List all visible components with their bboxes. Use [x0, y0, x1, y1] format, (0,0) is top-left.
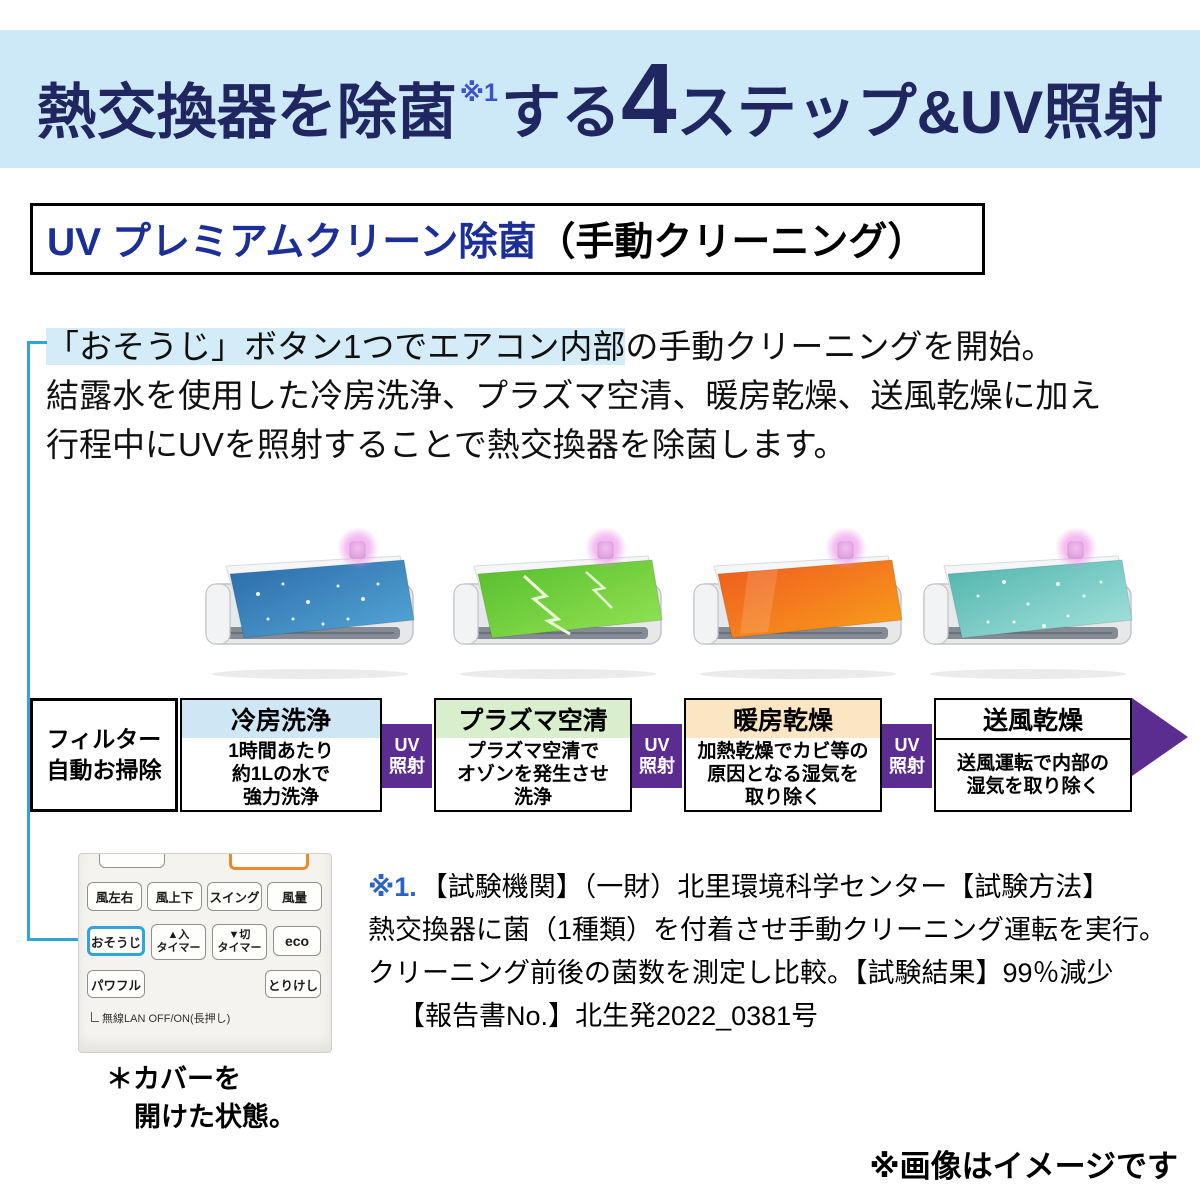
uv-label-line1: UV: [894, 735, 920, 755]
flow-step-heating-body: 加熱乾燥でカビ等の 原因となる湿気を 取り除く: [686, 738, 880, 810]
remote-caption-line1: ＊カバーを: [106, 1064, 241, 1094]
remote-button-cancel: とりけし: [265, 970, 321, 998]
ac-unit-heating-illustration: [686, 524, 911, 682]
uv-label-line1: UV: [394, 735, 420, 755]
footnote-line3: クリーニング前後の菌数を測定し比較。【試験結果】99％減少: [368, 958, 1114, 988]
flow-step-plasma: プラズマ空清 プラズマ空清で オゾンを発生させ 洗浄: [434, 698, 632, 812]
remote-button-timer-off: ▼切 タイマー: [212, 924, 267, 960]
header-banner: 熱交換器を除菌※1する4ステップ&UV照射: [0, 30, 1200, 168]
remote-button-powerful: パワフル: [87, 970, 145, 998]
section-title-sub: （手動クリーニング）: [536, 221, 927, 264]
description-line1-rest: の手動クリーニングを開始。: [625, 328, 1055, 365]
remote-button-wind-volume: 風量: [267, 882, 322, 911]
step-body-line: プラズマ空清で: [466, 740, 600, 762]
flow-step-fan-dry-body: 送風運転で内部の 湿気を取り除く: [936, 740, 1130, 810]
description-paragraph: 「おそうじ」ボタン1つでエアコン内部の手動クリーニングを開始。 結露水を使用した…: [46, 322, 1101, 469]
timer-on-label-top: ▲入: [167, 929, 190, 941]
footnote-line1-text: 【試験機関】（一財）北里環境科学センター【試験方法】: [420, 872, 1110, 902]
lan-bracket-line: [91, 1012, 99, 1022]
footnote-block: ※1.【試験機関】（一財）北里環境科学センター【試験方法】 熱交換器に菌（1種類…: [368, 866, 1166, 1038]
step-body-line: オゾンを発生させ: [456, 763, 609, 785]
filter-label-line2: 自動お掃除: [46, 757, 162, 783]
title-part2: する: [500, 79, 621, 146]
section-title-box: UV プレミアムクリーン除菌（手動クリーニング）: [30, 203, 985, 275]
step-body-line: 1時間あたり: [228, 740, 334, 762]
uv-label-line2: 照射: [889, 756, 925, 776]
section-title-main: UV プレミアムクリーン除菌: [47, 221, 537, 264]
timer-on-label-bottom: タイマー: [156, 942, 201, 954]
step-body-line: 湿気を取り除く: [966, 776, 1100, 797]
remote-caption: ＊カバーを 開けた状態。: [106, 1060, 296, 1136]
flow-step-fan-dry-title: 送風乾燥: [936, 700, 1130, 740]
step-body-line: 加熱乾燥でカビ等の: [697, 740, 869, 762]
remote-caption-line2: 開けた状態。: [134, 1102, 296, 1132]
page-title: 熱交換器を除菌※1する4ステップ&UV照射: [0, 30, 1200, 198]
timer-off-label-bottom: タイマー: [217, 942, 262, 954]
uv-label-line2: 照射: [639, 756, 675, 776]
title-footnote-marker: ※1: [459, 79, 498, 107]
ac-unit-fan-illustration: [916, 524, 1141, 682]
step-body-line: 約1Lの水で: [231, 763, 331, 785]
timer-off-label-top: ▼切: [228, 929, 251, 941]
footnote-marker: ※1.: [368, 872, 417, 902]
uv-irradiation-badge-2: UV 照射: [632, 724, 682, 788]
flow-step-plasma-title: プラズマ空清: [436, 700, 630, 738]
uv-glow-icon: [585, 527, 627, 569]
flow-step-cooling-title: 冷房洗浄: [182, 700, 380, 738]
step-body-line: 送風運転で内部の: [956, 753, 1109, 774]
flow-step-cooling: 冷房洗浄 1時間あたり 約1Lの水で 強力洗浄: [180, 698, 382, 812]
flow-step-heating: 暖房乾燥 加熱乾燥でカビ等の 原因となる湿気を 取り除く: [684, 698, 882, 812]
remote-wireless-lan-note: 無線LAN OFF/ON(長押し): [91, 1010, 230, 1026]
flow-filter-box: フィルター 自動お掃除: [30, 698, 178, 812]
flow-arrow-icon: [1132, 698, 1188, 776]
flow-step-cooling-body: 1時間あたり 約1Lの水で 強力洗浄: [182, 738, 380, 810]
step-body-line: 洗浄: [513, 786, 552, 808]
connector-line-top: [27, 341, 47, 344]
flow-step-heating-title: 暖房乾燥: [686, 700, 880, 738]
remote-button-wind-left-right: 風左右: [87, 882, 142, 911]
ac-unit-cooling-illustration: [198, 524, 423, 682]
uv-glow-icon: [825, 527, 867, 569]
uv-irradiation-badge-3: UV 照射: [882, 724, 932, 788]
flow-step-fan-dry: 送風乾燥 送風運転で内部の 湿気を取り除く: [934, 698, 1132, 812]
connector-line-vertical: [27, 341, 30, 941]
uv-glow-icon: [337, 527, 379, 569]
remote-partial-button-orange: [229, 854, 309, 870]
footnote-line1: ※1.【試験機関】（一財）北里環境科学センター【試験方法】: [368, 866, 1166, 909]
remote-button-timer-on: ▲入 タイマー: [151, 924, 206, 960]
remote-button-wind-up-down: 風上下: [147, 882, 202, 911]
description-line-2: 結露水を使用した冷房洗浄、プラズマ空清、暖房乾燥、送風乾燥に加え: [46, 377, 1102, 414]
step-body-line: 取り除く: [744, 786, 821, 808]
ac-unit-plasma-illustration: [446, 524, 671, 682]
filter-label-line1: フィルター: [46, 726, 162, 752]
uv-label-line2: 照射: [389, 756, 425, 776]
uv-label-line1: UV: [644, 735, 670, 755]
remote-button-osouji-highlighted: おそうじ: [87, 926, 145, 956]
uv-irradiation-badge-1: UV 照射: [382, 724, 432, 788]
description-line-3: 行程中にUVを照射することで熱交換器を除菌します。: [46, 426, 847, 463]
flow-step-plasma-body: プラズマ空清で オゾンを発生させ 洗浄: [436, 738, 630, 810]
uv-glow-icon: [1055, 527, 1097, 569]
remote-partial-button: [99, 854, 165, 868]
remote-button-eco: eco: [273, 926, 321, 956]
step-body-line: 強力洗浄: [242, 786, 319, 808]
description-line-1: 「おそうじ」ボタン1つでエアコン内部の手動クリーニングを開始。: [46, 322, 1101, 371]
image-disclaimer-note: ※画像はイメージです: [869, 1149, 1178, 1184]
remote-control-image: 風左右 風上下 スイング 風量 おそうじ ▲入 タイマー ▼切 タイマー eco…: [78, 853, 332, 1053]
title-part1: 熱交換器を除菌: [36, 79, 457, 146]
description-line1-highlight: 「おそうじ」ボタン1つでエアコン内部: [46, 328, 626, 365]
remote-button-swing: スイング: [207, 882, 262, 911]
connector-line-bottom: [27, 938, 89, 941]
title-big-number: 4: [620, 43, 677, 155]
title-part3: ステップ&UV照射: [676, 79, 1164, 146]
step-body-line: 原因となる湿気を: [707, 763, 859, 785]
footnote-line4: 【報告書No.】北生発2022_0381号: [398, 1001, 819, 1031]
lan-note-text: 無線LAN OFF/ON(長押し): [102, 1013, 231, 1025]
footnote-line2: 熱交換器に菌（1種類）を付着させ手動クリーニング運転を実行。: [368, 915, 1167, 945]
